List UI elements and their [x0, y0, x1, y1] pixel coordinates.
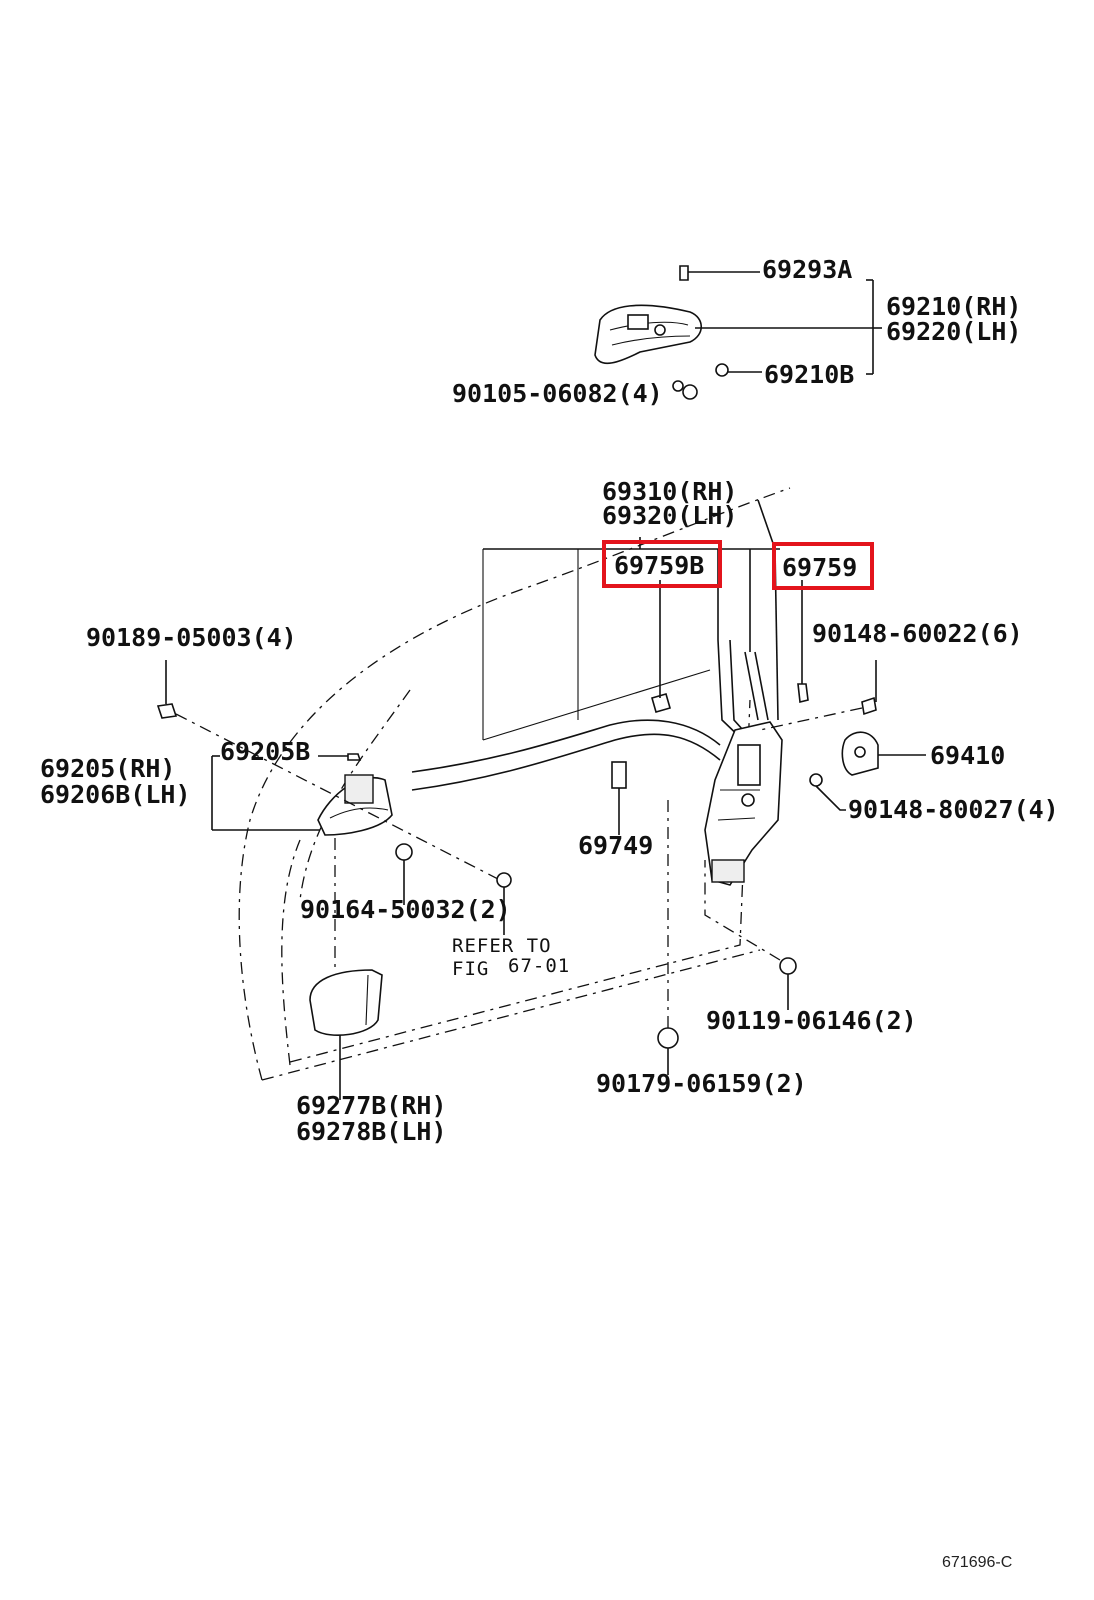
label-69759: 69759 [782, 553, 857, 582]
striker-screw-icon [809, 773, 846, 811]
door-lock-assembly [704, 721, 783, 886]
lock-cables [411, 548, 779, 791]
clip-90189-icon [156, 660, 501, 881]
rod-clip-69759b-icon [651, 580, 671, 713]
label-69320-lh: 69320(LH) [602, 501, 737, 530]
rod-clip-69759-icon [797, 580, 809, 703]
cable-clip-69749-icon [611, 761, 627, 835]
screw-refer-icon [496, 872, 512, 935]
label-90179-06159: 90179-06159(2) [596, 1069, 807, 1098]
highlight-box-69759b [602, 540, 722, 588]
label-90148-60022: 90148-60022(6) [812, 619, 1023, 648]
screw-90119-icon [704, 860, 797, 1010]
door-striker [841, 731, 926, 776]
label-69206b-lh: 69206B(LH) [40, 780, 191, 809]
label-69749: 69749 [578, 831, 653, 860]
label-90119-06146: 90119-06146(2) [706, 1006, 917, 1035]
label-69210-rh: 69210(RH) [886, 292, 1021, 321]
label-69210b: 69210B [764, 360, 854, 389]
screw-90148-60022-icon [759, 660, 877, 731]
highlight-box-69759 [772, 542, 874, 590]
handle-bolt-icon [672, 380, 698, 400]
label-69410: 69410 [930, 741, 1005, 770]
label-90189-05003: 90189-05003(4) [86, 623, 297, 652]
inside-door-handle [317, 774, 393, 836]
label-69278b-lh: 69278B(LH) [296, 1117, 447, 1146]
label-refer-to: REFER TO [452, 935, 552, 957]
label-90164-50032: 90164-50032(2) [300, 895, 511, 924]
label-69293a: 69293A [762, 255, 852, 284]
label-90148-80027: 90148-80027(4) [848, 795, 1059, 824]
label-90105-06082: 90105-06082(4) [452, 379, 663, 408]
label-69205b: 69205B [220, 737, 310, 766]
label-69759b: 69759B [614, 551, 704, 580]
screw-90164-icon [395, 843, 413, 905]
handle-pin-69205b-icon [318, 753, 362, 761]
label-69277b-rh: 69277B(RH) [296, 1091, 447, 1120]
handle-clip-icon [679, 265, 760, 281]
diagram-code: 671696-C [942, 1554, 1012, 1571]
label-refer-fig: FIG [452, 958, 489, 980]
outside-door-handle [594, 304, 703, 365]
plug-90179-icon [657, 800, 679, 1075]
label-69310-rh: 69310(RH) [602, 477, 737, 506]
door-pull-handle [309, 969, 383, 1100]
handle-screw-icon [715, 363, 762, 377]
label-69220-lh: 69220(LH) [886, 317, 1021, 346]
label-refer-fig-number: 67-01 [508, 955, 570, 977]
label-69205-rh: 69205(RH) [40, 754, 175, 783]
